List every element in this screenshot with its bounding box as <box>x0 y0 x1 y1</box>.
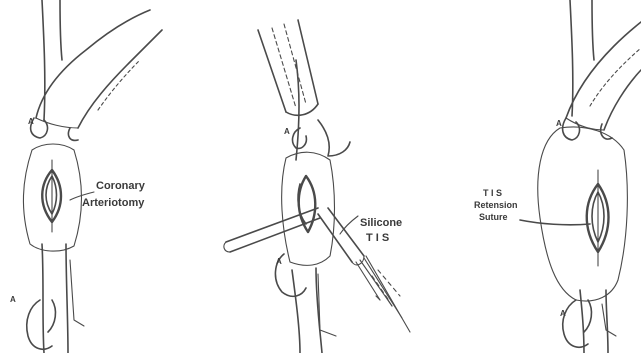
panel-1-marker-top: A <box>28 117 34 126</box>
panel-2-label-line-1: Silicone <box>360 217 402 229</box>
panel-2-marker-bottom: A <box>276 257 282 266</box>
panel-1-sutures <box>27 118 84 349</box>
panel-3-marker-bottom: A <box>560 309 566 318</box>
panel-3-label-line-2: Retension <box>474 200 518 210</box>
panel-2-label-leader <box>340 216 358 234</box>
panel-1-arteriotomy-incision <box>42 160 61 232</box>
panel-1-label-line-1: Coronary <box>96 180 146 192</box>
panel-1-marker-bottom: A <box>10 295 16 304</box>
panel-1-label-line-2: Arteriotomy <box>82 197 145 209</box>
panel-2-silicone-tis: A A Silicone T I S <box>224 20 410 353</box>
panel-1-graft-conduit <box>36 10 162 128</box>
panel-1-coronary-arteriotomy: A A Coronary Arteriotomy <box>10 0 162 353</box>
panel-3-coronary-artery <box>538 0 628 353</box>
panel-2-coronary-artery <box>282 60 335 353</box>
panel-3-label-line-1: T I S <box>483 188 502 198</box>
panel-2-graft-conduit <box>258 20 318 115</box>
panel-3-label-line-3: Suture <box>479 212 508 222</box>
panel-3-marker-top: A <box>556 119 562 128</box>
panel-3-graft-conduit <box>566 22 641 130</box>
panel-3-tis-retension-suture: A A T I S Retension Suture <box>474 0 641 353</box>
panel-2-marker-top: A <box>284 127 290 136</box>
panel-3-arteriotomy-incision <box>587 170 609 266</box>
panel-2-label-line-2: T I S <box>366 232 389 244</box>
